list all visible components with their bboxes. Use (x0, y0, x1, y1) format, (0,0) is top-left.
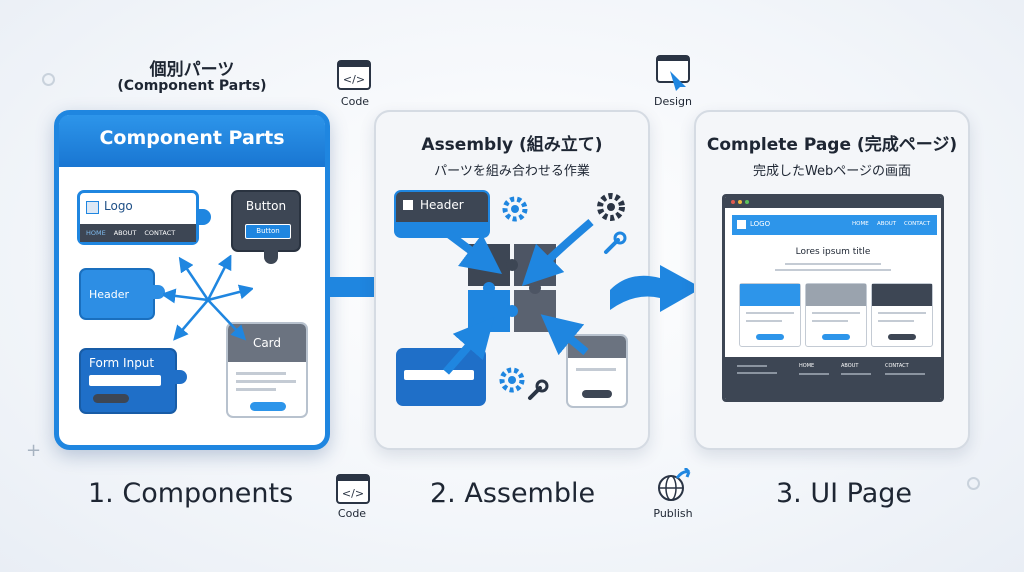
browser-nav-contact[interactable]: CONTACT (904, 221, 931, 227)
page-card-1 (739, 283, 801, 347)
page-card-2 (805, 283, 867, 347)
card-piece: Card (226, 322, 308, 418)
gear-icon-large (597, 193, 625, 221)
complete-page-subtitle: 完成したWebページの画面 (752, 164, 912, 179)
logo-piece-label: Logo (104, 199, 133, 213)
wrench-icon (604, 231, 627, 254)
code-icon-bottom: </> (336, 474, 370, 508)
design-icon (656, 55, 692, 95)
component-parts-title: Component Parts (99, 127, 285, 149)
logo-nav-home: HOME (86, 229, 106, 237)
logo-nav-about: ABOUT (113, 229, 137, 237)
arrow-assembly-to-page (610, 265, 702, 312)
browser-logo: LOGO (750, 220, 771, 228)
hero-title: Lores ipsum title (795, 247, 871, 257)
browser-nav-home[interactable]: HOME (852, 221, 869, 227)
decor-circle-left (42, 73, 55, 86)
form-piece-tab (175, 370, 187, 384)
button-piece-title: Button (245, 199, 287, 213)
section-heading-en: (Component Parts) (117, 78, 267, 94)
form-input-piece: Form Input (79, 348, 177, 414)
browser-navbar: LOGO HOME ABOUT CONTACT (732, 215, 937, 235)
footer-about[interactable]: ABOUT (841, 363, 859, 369)
header-piece-tab (153, 285, 165, 299)
assembly-panel: Assembly (組み立て) パーツを組み合わせる作業 Header (374, 110, 650, 450)
decor-plus: + (26, 440, 42, 461)
gear-icon-bottom (499, 367, 525, 393)
assembly-header-piece: Header (394, 190, 490, 238)
code-label-top: Code (340, 95, 370, 108)
burst-arrows (163, 255, 253, 341)
card-piece-label: Card (252, 336, 282, 350)
wrench-icon-bottom (528, 379, 549, 400)
assembly-subtitle: パーツを組み合わせる作業 (434, 164, 590, 179)
form-input-field[interactable] (89, 375, 161, 386)
step-3-label: 3. UI Page (776, 478, 913, 509)
footer-home[interactable]: HOME (799, 363, 815, 369)
assembly-header-label: Header (420, 198, 464, 212)
logo-nav-contact: CONTACT (144, 229, 176, 237)
component-parts-panel: Component Parts Logo HOME ABOUT CONTACT … (54, 110, 330, 450)
card-button[interactable] (250, 402, 286, 411)
gear-icon (502, 196, 528, 222)
assembly-arrows (442, 218, 594, 375)
form-submit-button[interactable] (93, 394, 129, 403)
button-piece-tab (264, 250, 278, 264)
component-parts-header: Component Parts (59, 115, 325, 167)
code-label-bottom: Code (337, 507, 367, 520)
svg-text:</>: </> (342, 487, 364, 500)
step-1-label: 1. Components (88, 478, 294, 509)
complete-page-title: Complete Page (完成ページ) (706, 135, 958, 155)
header-piece: Header (79, 268, 155, 320)
browser-footer: HOME ABOUT CONTACT (725, 357, 941, 399)
code-icon: </> (337, 60, 371, 94)
button-piece-button[interactable]: Button (245, 224, 291, 239)
publish-globe-icon (655, 466, 693, 508)
logo-piece: Logo HOME ABOUT CONTACT (77, 190, 199, 245)
section-heading-jp: 個別パーツ (149, 60, 235, 80)
assembly-title: Assembly (組み立て) (421, 135, 603, 155)
browser-window: LOGO HOME ABOUT CONTACT Lores ipsum titl… (722, 194, 944, 402)
footer-contact[interactable]: CONTACT (885, 363, 909, 369)
button-piece: Button Button (231, 190, 301, 252)
step-2-label: 2. Assemble (430, 478, 596, 509)
logo-piece-tab (197, 209, 211, 225)
publish-label: Publish (653, 507, 693, 520)
design-label: Design (654, 95, 692, 108)
header-piece-label: Header (89, 288, 130, 301)
decor-circle-right (967, 477, 980, 490)
browser-nav-about[interactable]: ABOUT (877, 221, 897, 227)
page-card-3 (871, 283, 933, 347)
form-piece-label: Form Input (89, 356, 155, 370)
svg-text:</>: </> (343, 73, 365, 86)
complete-page-panel: Complete Page (完成ページ) 完成したWebページの画面 LOGO… (694, 110, 970, 450)
